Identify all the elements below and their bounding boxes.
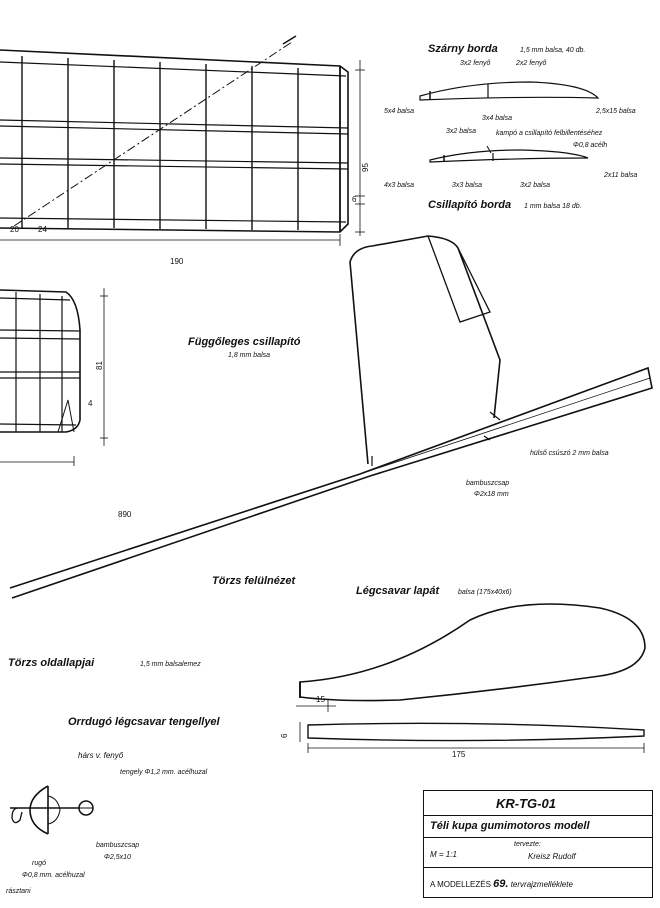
wing-rib-trailing-edge: 2,5x15 balsa: [596, 108, 636, 115]
fin-material: 1,8 mm balsa: [228, 352, 271, 359]
fuselage-top-view-title: Törzs felülnézet: [212, 575, 296, 587]
nose-title: Orrdugó légcsavar tengellyel: [68, 716, 220, 728]
wing-rib-leading-edge: 5x4 balsa: [384, 108, 414, 115]
source-prefix: A MODELLEZÉS: [430, 880, 491, 889]
nose-peg-2: Φ2,5x10: [104, 854, 131, 861]
fuselage-peg-1: bambuszcsap: [466, 480, 510, 487]
wing-dim-190: 190: [170, 257, 184, 266]
propeller-dim-175: 175: [452, 750, 466, 759]
wing-rib-material: 1,5 mm balsa, 40 db.: [520, 47, 586, 54]
title-block: KR-TG-01 Téli kupa gumimotoros modell te…: [423, 790, 653, 898]
stab-rib-trailing-edge: 2x11 balsa: [604, 172, 638, 179]
wing-rib-title: Szárny borda: [428, 43, 498, 55]
stab-rib-le-2: 3x3 balsa: [452, 182, 482, 189]
fuselage-length: 890: [118, 510, 132, 519]
wing-rib-spar-top-2: 2x2 fenyő: [516, 60, 547, 67]
model-name: Téli kupa gumimotoros modell: [430, 820, 590, 832]
fuselage-skid: hülső csúszó 2 mm balsa: [530, 450, 609, 457]
scale: M = 1:1: [430, 850, 457, 859]
fuselage-side-view: [9, 366, 653, 599]
wing-plan-view: [0, 35, 365, 246]
stab-rib-note-2: Φ0,8 acélh: [573, 142, 608, 149]
stab-rib-le-3: 3x2 balsa: [520, 182, 550, 189]
wing-rib-spar-top-1: 3x2 fenyő: [460, 60, 491, 67]
fuselage-peg-2: Φ2x18 mm: [474, 491, 509, 498]
propeller-material: balsa (175x40x6): [458, 589, 512, 596]
nose-plug-assembly: [10, 785, 94, 835]
nose-hook-1: rugó: [32, 860, 47, 867]
wing-dim-6: 6: [352, 195, 357, 204]
nose-hook-2: Φ0,8 mm. acélhuzal: [22, 872, 85, 879]
propeller-blade-plan: [296, 603, 646, 712]
wing-dim-24: 24: [38, 225, 47, 234]
stabilizer-plan-view: [0, 288, 108, 466]
stab-dim-4: 4: [88, 399, 93, 408]
stab-rib-title: Csillapító borda: [428, 199, 512, 211]
nose-washer: rásztani: [6, 888, 31, 895]
propeller-title: Légcsavar lapát: [356, 585, 440, 597]
drawing-code: KR-TG-01: [496, 796, 556, 811]
stab-rib-note-1: kampó a csillapító felbillentéséhez: [496, 130, 603, 137]
stab-rib-material: 1 mm balsa 18 db.: [524, 203, 582, 210]
stab-rib-spar: 3x2 balsa: [446, 128, 476, 135]
wing-dim-95: 95: [361, 163, 370, 172]
designed-label: tervezte:: [514, 841, 541, 848]
vertical-fin: [349, 235, 501, 466]
propeller-dim-6: 6: [280, 733, 289, 738]
nose-shaft: tengely Φ1,2 mm. acélhuzal: [120, 769, 208, 776]
nose-wood: hárs v. fenyő: [78, 751, 124, 760]
propeller-dim-15: 15: [316, 695, 325, 704]
stab-rib-le-1: 4x3 balsa: [384, 182, 414, 189]
source-line: A MODELLEZÉS 69. tervrajzmelléklete: [430, 879, 573, 890]
fin-title: Függőleges csillapító: [188, 336, 301, 348]
propeller-blade-side: [299, 722, 645, 753]
fuselage-side-panel-title: Törzs oldallapjai: [8, 657, 95, 669]
wing-dim-20: 20: [10, 225, 19, 234]
nose-peg-1: bambuszcsap: [96, 842, 140, 849]
wing-rib-profile: [419, 81, 600, 101]
fuselage-side-panel-material: 1,5 mm balsalemez: [140, 661, 201, 668]
wing-rib-middle-spar: 3x4 balsa: [482, 115, 512, 122]
designer: Kreisz Rudolf: [528, 852, 576, 861]
source-year: 69.: [493, 878, 509, 890]
source-suffix: tervrajzmelléklete: [510, 880, 573, 889]
stab-rib-profile: [429, 145, 589, 163]
stab-dim-81: 81: [95, 361, 104, 370]
